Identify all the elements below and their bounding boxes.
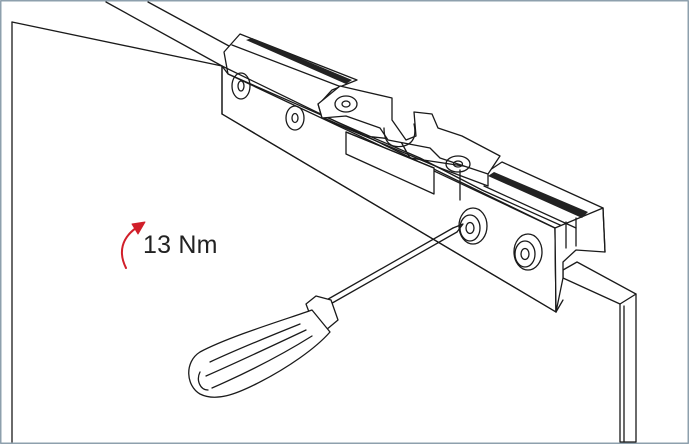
adjustment-screw-1 (458, 207, 488, 245)
adjustment-screw-2 (513, 233, 543, 271)
curved-arrow-icon (120, 221, 146, 269)
screw-hole-3 (334, 95, 358, 113)
bracket-slots (231, 38, 588, 249)
screw-hole-2 (285, 105, 305, 131)
bracket-body (221, 33, 606, 313)
screw-hole-4 (445, 155, 471, 173)
door-panel (11, 1, 241, 443)
frame-post (562, 261, 637, 443)
screw-hole-1 (231, 72, 251, 100)
striker-plate (317, 85, 501, 201)
torque-value-label: 13 Nm (143, 231, 218, 259)
screwdriver-icon (188, 223, 464, 398)
handle-grips (197, 323, 313, 391)
